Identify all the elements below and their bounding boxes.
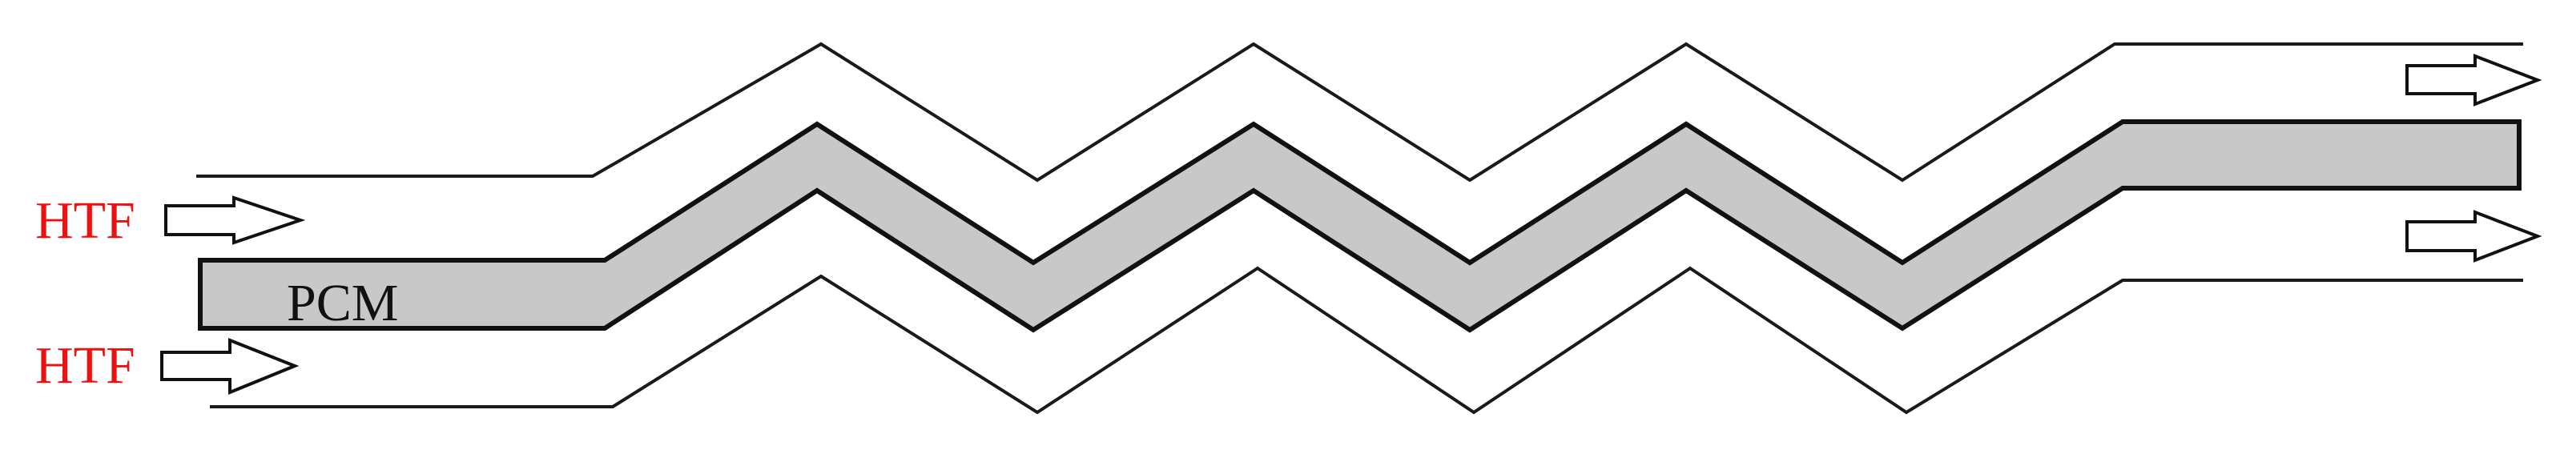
outlet-arrow-top-icon — [2405, 54, 2542, 106]
htf-label-top: HTF — [35, 191, 135, 250]
outlet-arrow-bottom-icon — [2405, 210, 2542, 263]
htf-label-bottom: HTF — [35, 336, 135, 395]
pcm-band — [198, 119, 2522, 333]
lower-outer-wall — [210, 266, 2523, 415]
upper-outer-wall — [196, 42, 2523, 183]
inlet-arrow-top-icon — [164, 195, 306, 245]
inlet-arrow-bottom-icon — [160, 338, 300, 395]
pcm-label: PCM — [287, 274, 398, 332]
